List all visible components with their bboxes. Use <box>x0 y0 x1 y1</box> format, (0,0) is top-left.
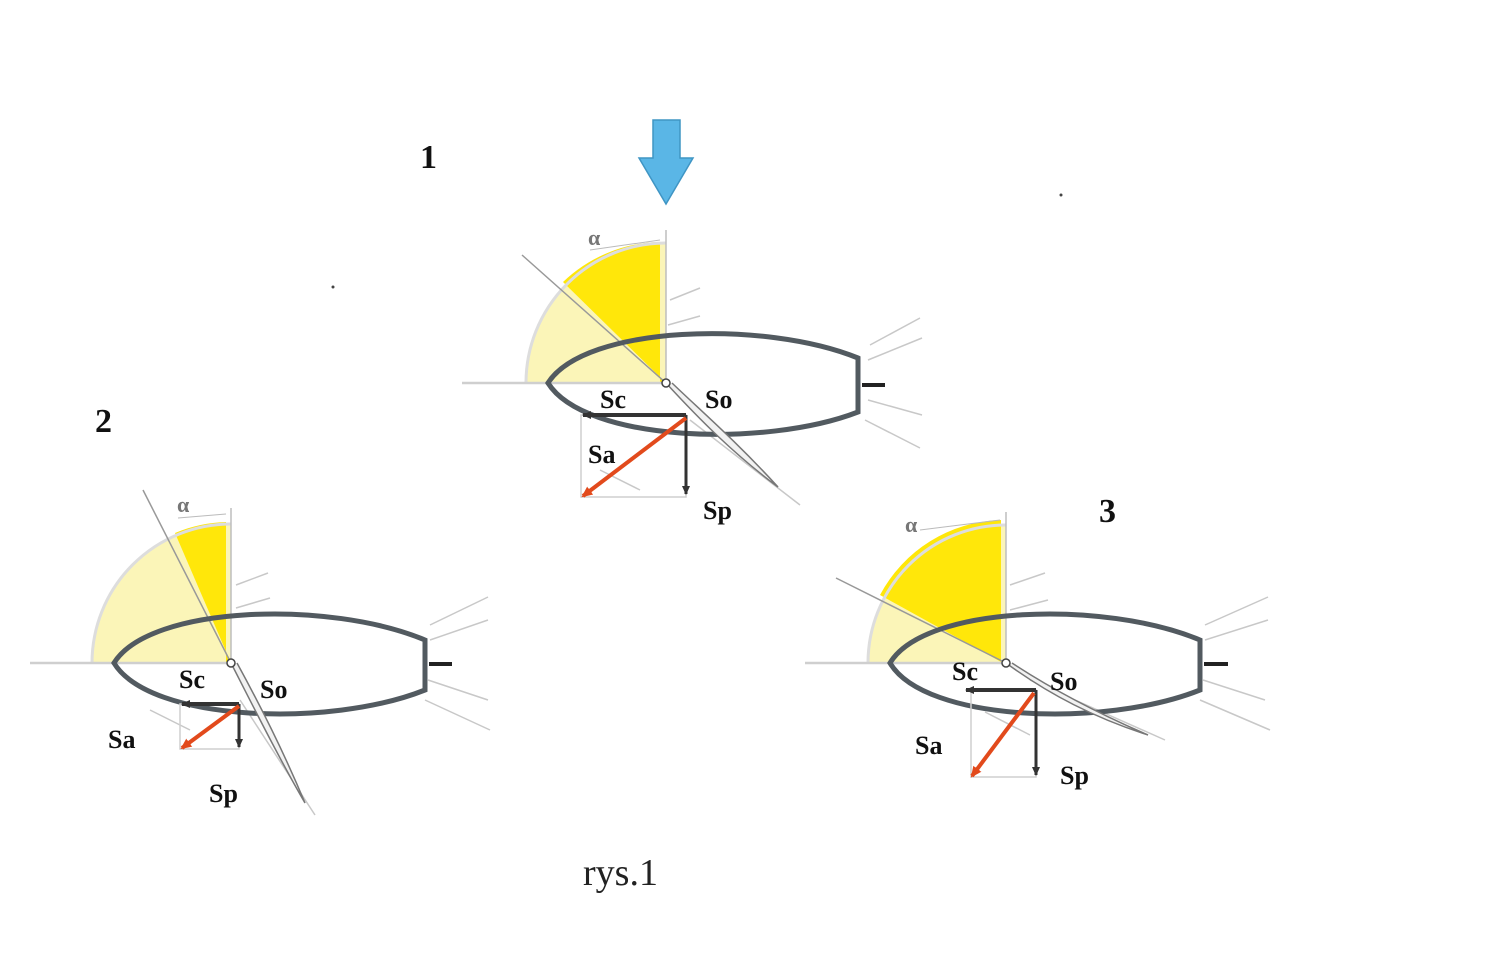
boat-2-number: 2 <box>95 403 112 440</box>
boat-2-sector-dark <box>175 522 231 663</box>
boat-3-sp-label: Sp <box>1060 761 1089 790</box>
boat-3-number: 3 <box>1099 493 1116 530</box>
boat-1-number: 1 <box>420 139 437 176</box>
boat-1-sc-label: Sc <box>600 385 626 414</box>
boat-2-group: 2 α Sc So Sa Sp <box>30 403 491 816</box>
boat-3-so-label: So <box>1050 667 1077 696</box>
down-arrow-icon <box>637 119 695 206</box>
boat-1-so-label: So <box>705 385 732 414</box>
boat-2-so-label: So <box>260 675 287 704</box>
boat-1-sa-label: Sa <box>588 440 615 469</box>
boat-3-sc-label: Sc <box>952 657 978 686</box>
boat-2-alpha: α <box>177 492 190 517</box>
boat-1-alpha: α <box>588 225 601 250</box>
boat-3-alpha: α <box>905 512 918 537</box>
boat-3-hull <box>887 611 1203 717</box>
boat-2-sa-label: Sa <box>108 725 135 754</box>
figure-caption: rys.1 <box>583 852 658 894</box>
boat-3-sector-dark <box>880 520 1003 663</box>
boat-1-group: 1 α Sc So Sa Sp <box>420 119 923 525</box>
boat-2-sa-vector <box>180 704 241 750</box>
boat-2-sp-label: Sp <box>209 779 238 808</box>
boat-3-sail <box>1005 662 1149 736</box>
boat-1-sail <box>665 382 779 488</box>
boat-1-hull <box>545 331 861 437</box>
boat-1-sa-vector <box>581 416 688 498</box>
boat-2-sail <box>230 662 306 804</box>
boat-2-sc-label: Sc <box>179 665 205 694</box>
boat-1-sector-dark <box>563 242 666 383</box>
boat-3-sa-vector <box>970 691 1036 778</box>
boat-3-sa-label: Sa <box>915 731 942 760</box>
boat-1-sp-label: Sp <box>703 496 732 525</box>
boat-3-group: 3 α Sc So Sa Sp <box>805 493 1271 790</box>
